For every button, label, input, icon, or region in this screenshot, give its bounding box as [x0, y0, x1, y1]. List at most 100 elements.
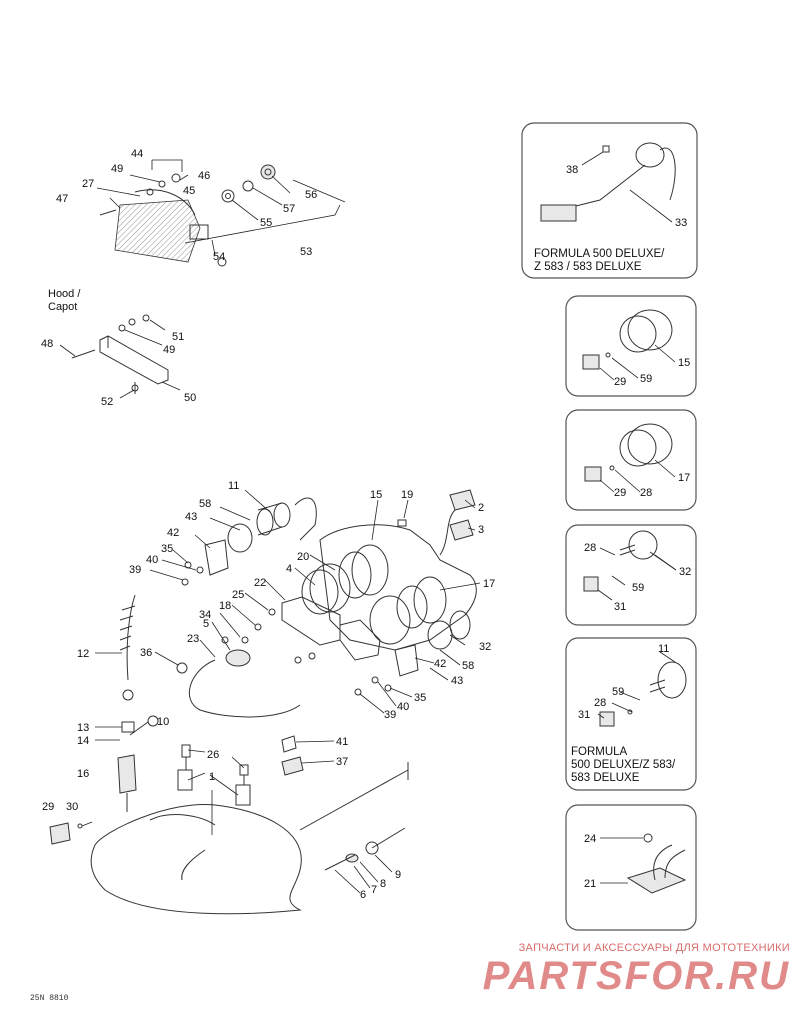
panel-caption: 500 DELUXE/Z 583/ [571, 759, 676, 771]
text-labels: Hood / Capot FORMULA 500 DELUXE/ Z 583 /… [48, 248, 676, 784]
watermark-tagline: ЗАПЧАСТИ И АКСЕССУАРЫ ДЛЯ МОТОТЕХНИКИ [518, 942, 790, 954]
callout: 24 [584, 833, 596, 845]
panel-caption: 583 DELUXE [571, 772, 640, 784]
callout: 11 [658, 643, 669, 655]
callout: 40 [397, 701, 409, 713]
callout: 16 [77, 768, 89, 780]
hood-label: Capot [48, 301, 77, 313]
callout: 35 [414, 692, 426, 704]
callout: 12 [77, 648, 89, 660]
callout: 59 [632, 582, 644, 594]
callout: 43 [185, 511, 197, 523]
callout: 45 [183, 185, 195, 197]
watermark: ЗАПЧАСТИ И АКСЕССУАРЫ ДЛЯ МОТОТЕХНИКИ PA… [460, 942, 790, 998]
callout: 50 [184, 392, 196, 404]
callout: 53 [300, 246, 312, 258]
callout: 42 [167, 527, 179, 539]
callout: 17 [678, 472, 690, 484]
callout: 29 [614, 376, 626, 388]
callout: 6 [360, 889, 366, 901]
gauge-cluster-assembly [49, 489, 477, 915]
callout: 28 [584, 542, 596, 554]
callout: 44 [131, 148, 143, 160]
variant-panel-3 [565, 409, 697, 511]
callout: 59 [640, 373, 652, 385]
callout: 42 [434, 658, 446, 670]
callout: 19 [401, 489, 413, 501]
callout: 25 [232, 589, 244, 601]
callout: 2 [478, 502, 484, 514]
callout: 39 [129, 564, 141, 576]
panel-caption: FORMULA [571, 746, 628, 758]
callout: 18 [219, 600, 231, 612]
callout: 27 [82, 178, 94, 190]
callout: 56 [305, 189, 317, 201]
hood-bracket-assembly [71, 314, 169, 394]
variant-panel-4 [565, 524, 697, 626]
variant-panel-6 [565, 804, 697, 931]
callout: 9 [395, 869, 401, 881]
panel-caption: FORMULA 500 DELUXE/ [534, 248, 665, 260]
callout: 23 [187, 633, 199, 645]
callout: 10 [157, 716, 169, 728]
callout: 30 [66, 801, 78, 813]
callout: 31 [578, 709, 590, 721]
callout: 4 [286, 563, 292, 575]
hood-label: Hood / [48, 288, 81, 300]
callout: 57 [283, 203, 295, 215]
leader-lines [59, 151, 677, 894]
variant-panel-1 [521, 122, 698, 279]
callout: 3 [478, 524, 484, 536]
callout: 43 [451, 675, 463, 687]
callout: 33 [675, 217, 687, 229]
callout: 49 [163, 344, 175, 356]
callout: 58 [462, 660, 474, 672]
callout: 46 [198, 170, 210, 182]
callout: 31 [614, 601, 626, 613]
callout: 54 [213, 251, 225, 263]
callout: 55 [260, 217, 272, 229]
callout: 26 [207, 749, 219, 761]
callout: 59 [612, 686, 624, 698]
callout: 5 [203, 618, 209, 630]
callout: 13 [77, 722, 89, 734]
callout: 51 [172, 331, 184, 343]
callout: 8 [380, 878, 386, 890]
callout: 49 [111, 163, 123, 175]
headlight-assembly [99, 159, 346, 267]
callout: 14 [77, 735, 89, 747]
callout: 1 [209, 771, 215, 783]
drawing-code: 25N 8810 [30, 994, 69, 1003]
callout: 21 [584, 878, 596, 890]
callout: 48 [41, 338, 53, 350]
callout: 28 [594, 697, 606, 709]
panel-caption: Z 583 / 583 DELUXE [534, 261, 642, 273]
callout: 41 [336, 736, 348, 748]
callout: 11 [228, 480, 239, 492]
callout: 29 [614, 487, 626, 499]
callout-numbers: 44 49 46 27 45 47 56 57 55 54 53 51 49 4… [41, 148, 691, 901]
variant-panel-2 [565, 295, 697, 397]
variant-panels [521, 122, 698, 931]
callout: 40 [146, 554, 158, 566]
callout: 17 [483, 578, 495, 590]
callout: 35 [161, 543, 173, 555]
callout: 20 [297, 551, 309, 563]
callout: 32 [479, 641, 491, 653]
callout: 34 [199, 609, 211, 621]
callout: 32 [679, 566, 691, 578]
callout: 7 [371, 884, 377, 896]
callout: 37 [336, 756, 348, 768]
callout: 15 [678, 357, 690, 369]
callout: 39 [384, 709, 396, 721]
callout: 52 [101, 396, 113, 408]
watermark-brand: PARTSFOR.RU [482, 954, 790, 998]
callout: 22 [254, 577, 266, 589]
callout: 38 [566, 164, 578, 176]
callout: 36 [140, 647, 152, 659]
callout: 47 [56, 193, 68, 205]
callout: 58 [199, 498, 211, 510]
callout: 28 [640, 487, 652, 499]
callout: 29 [42, 801, 54, 813]
